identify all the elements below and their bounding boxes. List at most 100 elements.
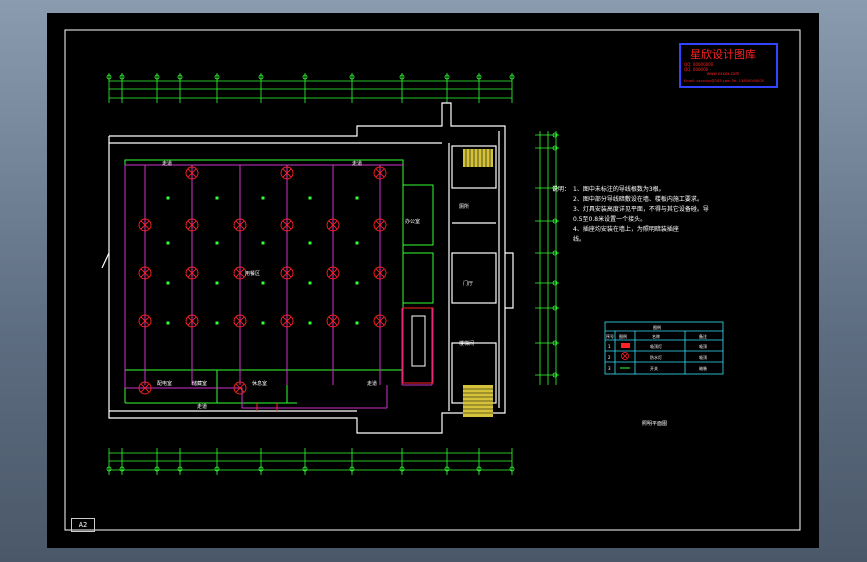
distribution-panel	[256, 307, 434, 411]
right-dimension-lines	[539, 131, 557, 385]
plan-title: 照明平面图	[642, 421, 667, 427]
legend-row-3-remark: 暗装	[699, 365, 707, 371]
wall-switches	[166, 196, 359, 325]
legend-table	[604, 321, 724, 375]
wall-switch	[355, 196, 359, 200]
grid-bubble	[476, 74, 482, 80]
grid-bubble	[444, 466, 450, 472]
grid-bubble	[119, 466, 125, 472]
wall-switch	[261, 281, 265, 285]
design-notes: 说明： 1、图中未标注的导线根数为3根。 2、图中部分导线暗敷设在墙、楼板内施工…	[552, 185, 709, 243]
ceiling-lamp	[373, 266, 387, 280]
outer-frame	[64, 29, 801, 531]
wall-switch	[166, 241, 170, 245]
grid-bubble	[119, 74, 125, 80]
legend-header-remark: 备注	[699, 333, 707, 339]
grid-bubble	[214, 466, 220, 472]
room-label-bottom-d: 走道	[367, 380, 377, 387]
wall-switch	[261, 196, 265, 200]
ceiling-lamp	[233, 266, 247, 280]
wall-switch	[308, 321, 312, 325]
wall-switch	[355, 321, 359, 325]
wall-switch	[166, 321, 170, 325]
grid-bubble	[552, 218, 558, 224]
stamp-title: 星欣设计图库	[690, 47, 756, 61]
stamp-line-2: QQ: 000000	[684, 67, 709, 72]
wall-switch	[215, 281, 219, 285]
legend-header-no: 序号	[606, 333, 614, 339]
ceiling-lamp	[326, 314, 340, 328]
grid-bubble	[399, 74, 405, 80]
legend-row-2-name: 防水灯	[650, 354, 662, 360]
room-label-right-b: 厕所	[459, 203, 469, 210]
building-walls	[101, 102, 514, 434]
wall-switch	[308, 196, 312, 200]
legend-row-3-no: 3	[608, 366, 611, 371]
grid-bubble	[444, 74, 450, 80]
grid-bubble	[106, 466, 112, 472]
stair-top	[463, 149, 493, 167]
ceiling-lamp	[280, 218, 294, 232]
ceiling-lamp	[138, 314, 152, 328]
wall-switch	[355, 281, 359, 285]
ceiling-lamp	[185, 218, 199, 232]
ceiling-lamps	[138, 166, 387, 395]
ceiling-lamp	[233, 218, 247, 232]
legend-row-1-remark: 吸顶	[699, 344, 707, 349]
ceiling-lamp	[326, 266, 340, 280]
grid-bubble	[349, 466, 355, 472]
grid-bubble	[258, 74, 264, 80]
room-label-bottom-a: 配电室	[157, 380, 172, 387]
grid-bubble	[552, 145, 558, 151]
grid-bubble	[552, 250, 558, 256]
stair-bottom	[463, 385, 493, 417]
bottom-grid-ticks	[106, 448, 515, 475]
room-label-right-a: 办公室	[405, 218, 420, 225]
legend-symbol-1	[621, 343, 630, 348]
legend-row-2-no: 2	[608, 355, 611, 360]
notes-heading: 说明：	[552, 185, 570, 193]
legend-header-name: 名称	[652, 333, 660, 339]
room-partitions	[124, 159, 434, 404]
room-label-top-mid: 走道	[352, 160, 362, 167]
legend-title: 图例	[653, 324, 661, 330]
stamp-line-3: www.xxxxx.com	[707, 71, 739, 76]
legend-row-3-name: 开关	[650, 365, 658, 371]
wall-switch	[215, 196, 219, 200]
grid-bubble	[509, 74, 515, 80]
note-line-1: 1、图中未标注的导线根数为3根。	[573, 185, 665, 193]
floor-plan-drawing: 用餐区 走道 走道 配电室 储藏室 休息室 走道 办公室 厕所 门厅 楼梯间 走…	[64, 29, 801, 531]
sheet-number: A2	[71, 518, 95, 532]
grid-bubble	[258, 466, 264, 472]
wiring	[124, 164, 433, 409]
wall-switch	[355, 241, 359, 245]
ceiling-lamp	[373, 218, 387, 232]
ceiling-lamp	[185, 314, 199, 328]
ceiling-lamp	[280, 314, 294, 328]
wall-switch	[215, 321, 219, 325]
wall-switch	[261, 321, 265, 325]
grid-bubble	[302, 74, 308, 80]
legend-symbol-2	[621, 352, 629, 360]
grid-bubble	[476, 466, 482, 472]
note-line-2: 2、图中部分导线暗敷设在墙、楼板内施工要求。	[573, 195, 703, 203]
drawing-sheet: 用餐区 走道 走道 配电室 储藏室 休息室 走道 办公室 厕所 门厅 楼梯间 走…	[47, 13, 819, 548]
top-dimension-lines	[109, 80, 512, 99]
grid-bubble	[552, 305, 558, 311]
wall-switch	[215, 241, 219, 245]
right-grid-ticks	[535, 132, 559, 378]
grid-bubble	[552, 185, 558, 191]
legend-row-1-no: 1	[608, 344, 611, 349]
ceiling-lamp	[280, 266, 294, 280]
stamp-line-1: QQ: 00000000	[684, 62, 714, 67]
wall-switch	[166, 281, 170, 285]
note-line-6: 线。	[573, 235, 585, 243]
ceiling-lamp	[233, 314, 247, 328]
ceiling-lamp	[185, 266, 199, 280]
grid-bubble	[552, 280, 558, 286]
room-label-bottom-b: 储藏室	[192, 380, 207, 387]
ceiling-lamp	[233, 381, 247, 395]
room-label-right-d: 楼梯间	[459, 340, 474, 347]
note-line-5: 4、插座均安装在墙上，为照明暗装插座	[573, 225, 679, 233]
grid-bubble	[399, 466, 405, 472]
